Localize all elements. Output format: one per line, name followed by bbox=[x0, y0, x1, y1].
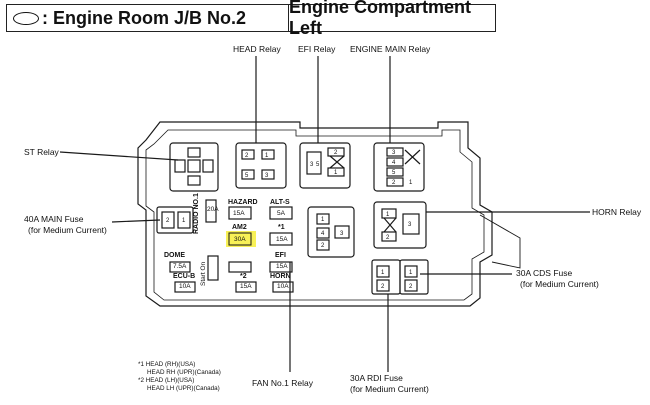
footnote-1: *1 HEAD (RH)(USA) bbox=[138, 361, 196, 368]
callout-head-relay: HEAD Relay bbox=[233, 44, 281, 54]
st-relay-outline bbox=[169, 142, 219, 192]
am2-highlight bbox=[226, 231, 256, 247]
leader-main-fuse bbox=[111, 219, 161, 223]
fuse-rating-dome: 7.5A bbox=[173, 263, 187, 270]
fuse-rating-ecu-b: 10A bbox=[179, 283, 191, 290]
fuse-label-horn: HORN bbox=[270, 273, 291, 280]
fuse-label-radio: RADIO NO.1 bbox=[193, 193, 200, 234]
pin-label: 1 bbox=[321, 217, 325, 223]
callout-fan-relay: FAN No.1 Relay bbox=[252, 378, 313, 388]
callout-engine-main-relay: ENGINE MAIN Relay bbox=[350, 44, 431, 54]
footnote-3: *2 HEAD (LH)(USA) bbox=[138, 377, 195, 384]
pin-label: 2 bbox=[166, 218, 170, 224]
fan-relay-outline bbox=[307, 206, 355, 258]
footnote-4: HEAD LH (UPR)(Canada) bbox=[147, 385, 220, 392]
cds-fuse-outline bbox=[399, 259, 429, 295]
fuse-label-efi: EFI bbox=[275, 252, 286, 259]
callout-horn-relay: HORN Relay bbox=[592, 207, 642, 217]
footnote-2: HEAD RH (UPR)(Canada) bbox=[147, 369, 221, 376]
pin-label: 4 bbox=[321, 231, 325, 237]
pin-label: 1 bbox=[409, 270, 413, 276]
pin-label: 1 bbox=[265, 153, 269, 159]
pin-label: 5 bbox=[245, 173, 249, 179]
pin-label: 3 bbox=[265, 173, 269, 179]
fuse-label-dome: DOME bbox=[164, 252, 185, 259]
efi-relay-outline bbox=[299, 142, 351, 189]
fuse-rating-horn: 10A bbox=[277, 283, 289, 290]
engine-main-relay-outline bbox=[373, 142, 425, 192]
housing-outline bbox=[137, 121, 493, 307]
fuse-rating-radio: 20A bbox=[207, 206, 219, 213]
pin-label: 2 bbox=[245, 153, 249, 159]
pin-label: 2 bbox=[321, 243, 325, 249]
title-bar: : Engine Room J/B No.2 Engine Compartmen… bbox=[6, 0, 496, 38]
horn-relay-outline bbox=[373, 201, 427, 249]
callout-rdi-fuse-note: (for Medium Current) bbox=[350, 384, 429, 394]
pin-label: 2 bbox=[409, 284, 413, 290]
oval-symbol-icon bbox=[13, 11, 39, 25]
side-bracket bbox=[479, 214, 521, 269]
pin-label: 3 bbox=[392, 150, 396, 156]
callout-cds-fuse: 30A CDS Fuse bbox=[516, 268, 573, 278]
pin-label: 2 bbox=[381, 284, 385, 290]
fuse-label-hazard: HAZARD bbox=[228, 199, 258, 206]
fuse-rating-am2: 30A bbox=[234, 236, 246, 243]
pin-label: 2 bbox=[334, 150, 338, 156]
pin-label: 1 bbox=[334, 170, 338, 176]
pin-label: 3 bbox=[340, 231, 344, 237]
housing-inner bbox=[145, 129, 485, 301]
pin-label: 1 bbox=[381, 270, 385, 276]
pin-label: 3 bbox=[408, 222, 412, 228]
fuse-label-alt-s: ALT-S bbox=[270, 199, 290, 206]
fuse-label-am2: AM2 bbox=[232, 224, 247, 231]
callout-rdi-fuse: 30A RDI Fuse bbox=[350, 373, 403, 383]
fuse-rating-star2: 15A bbox=[240, 283, 252, 290]
pin-label: 5 bbox=[392, 170, 396, 176]
callout-efi-relay: EFI Relay bbox=[298, 44, 336, 54]
callout-main-fuse-note: (for Medium Current) bbox=[28, 225, 107, 235]
title-left-text: : Engine Room J/B No.2 bbox=[42, 7, 247, 28]
fuse-rating-alt-s: 5A bbox=[277, 210, 285, 217]
pin-label: 4 bbox=[392, 160, 396, 166]
fuse-rating-star1: 15A bbox=[276, 236, 288, 243]
pin-label: 5 bbox=[316, 162, 320, 168]
callout-main-fuse: 40A MAIN Fuse bbox=[24, 214, 84, 224]
head-relay-outline bbox=[235, 142, 287, 189]
callout-cds-fuse-note: (for Medium Current) bbox=[520, 279, 599, 289]
pin-label: 2 bbox=[386, 235, 390, 241]
fuse-label-star1: *1 bbox=[278, 224, 285, 231]
pin-label: 3 bbox=[310, 162, 314, 168]
fuse-label-ecu-b: ECU-B bbox=[173, 273, 196, 280]
title-engine-room: : Engine Room J/B No.2 bbox=[7, 5, 289, 31]
pin-label: 1 bbox=[386, 212, 390, 218]
pin-label: 1 bbox=[182, 218, 186, 224]
pin-label: 2 bbox=[392, 180, 396, 186]
fuse-rating-efi: 15A bbox=[276, 263, 288, 270]
fuse-label-starter: Start On bbox=[200, 261, 207, 286]
fuse-rating-hazard: 15A bbox=[233, 210, 245, 217]
leader-st-relay bbox=[59, 151, 179, 161]
pin-label: 1 bbox=[409, 180, 413, 186]
callout-st-relay: ST Relay bbox=[24, 147, 59, 157]
fuse-label-star2: *2 bbox=[240, 273, 247, 280]
